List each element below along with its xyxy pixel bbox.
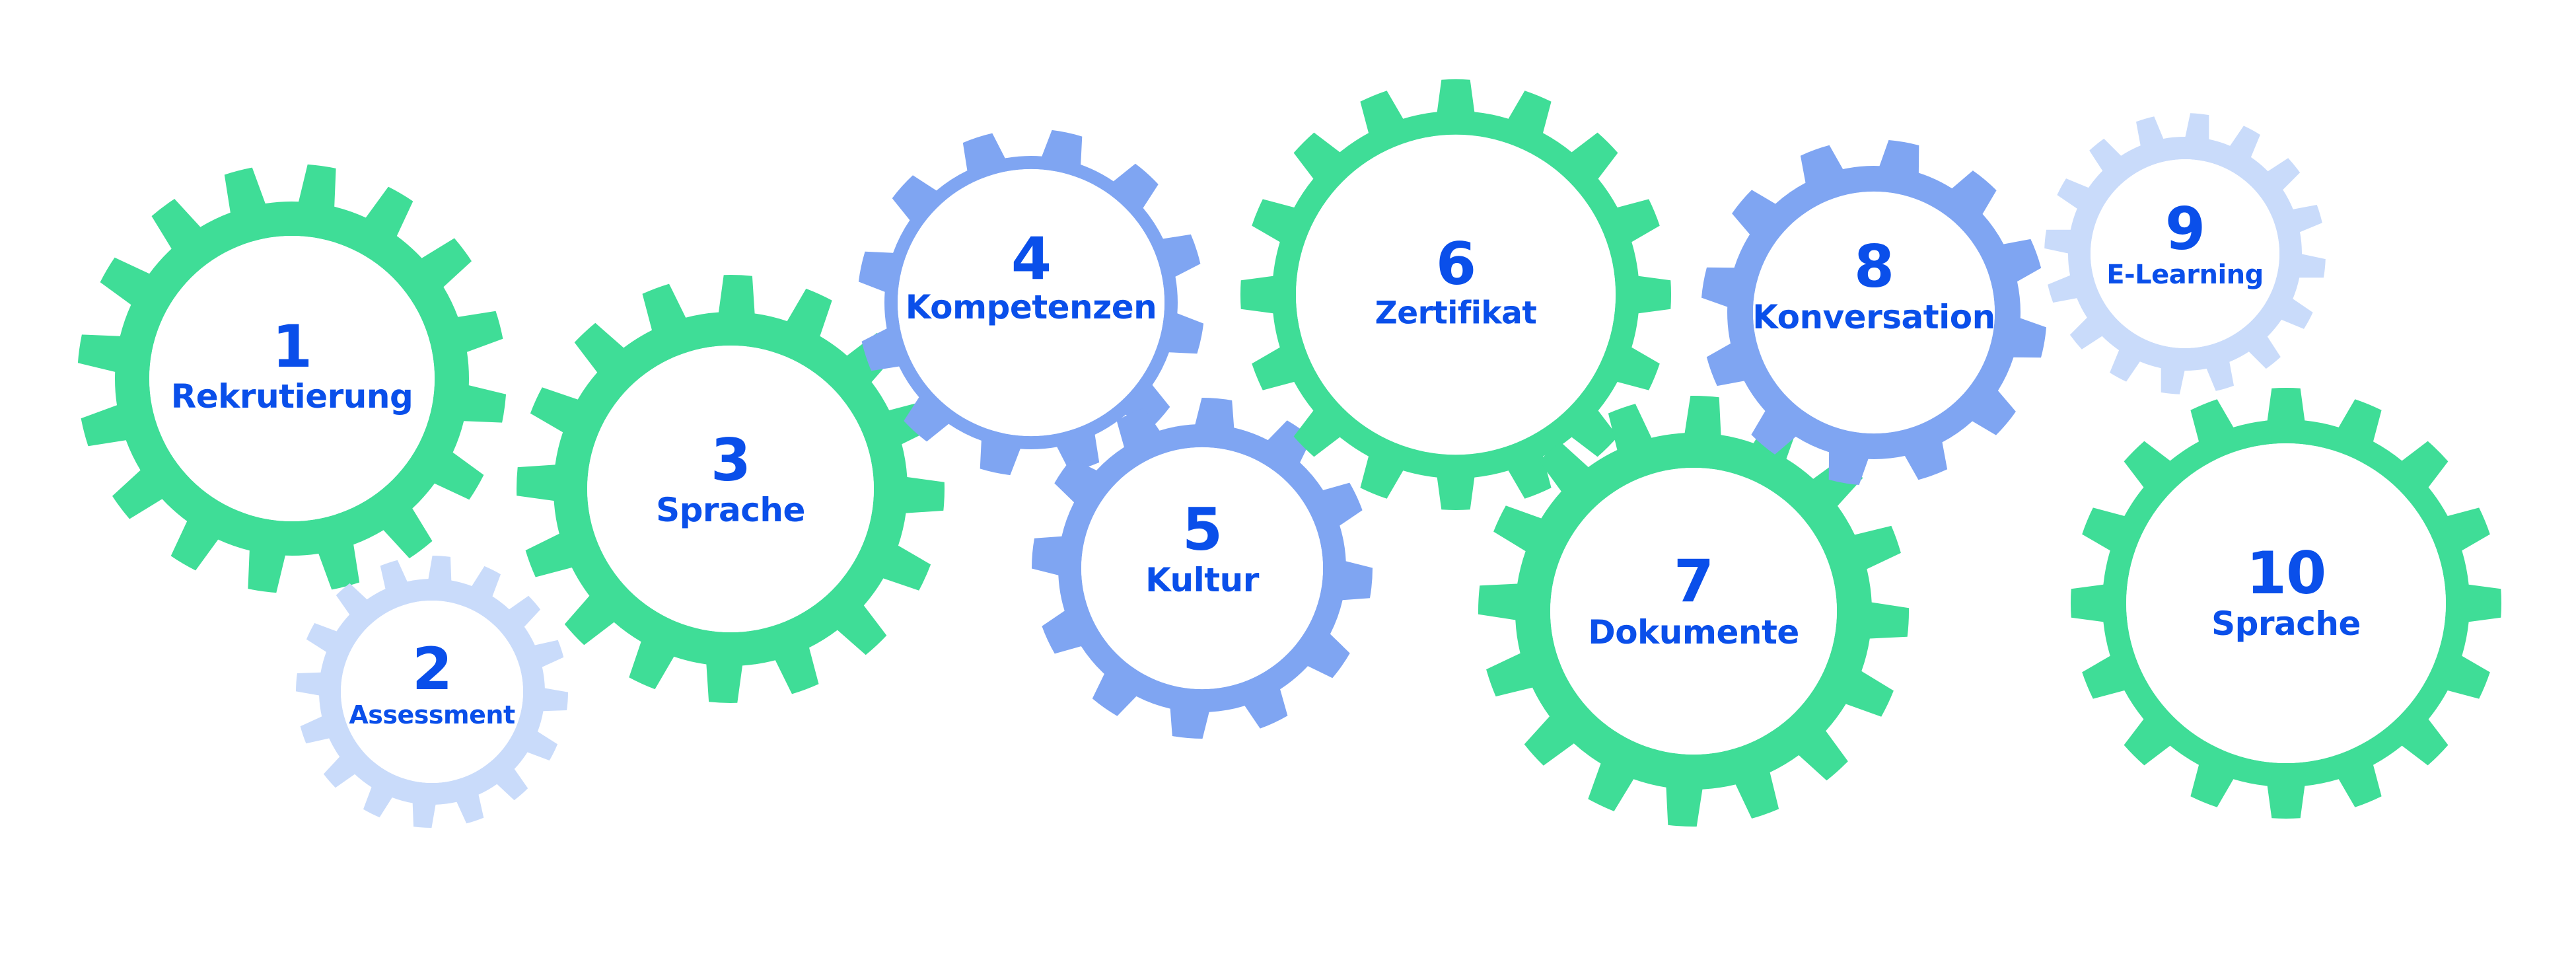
gear-1-icon bbox=[77, 164, 507, 593]
gear-9-icon bbox=[2044, 113, 2326, 394]
gear-5-label: Kultur bbox=[1145, 561, 1259, 599]
gear-3-label: Sprache bbox=[656, 491, 805, 529]
gear-6-icon bbox=[1240, 79, 1672, 511]
gear-2-icon bbox=[296, 556, 568, 828]
gear-7-label: Dokumente bbox=[1588, 613, 1799, 651]
gear-10-label: Sprache bbox=[2211, 605, 2361, 643]
gear-5-icon bbox=[1031, 397, 1373, 739]
gear-10-icon bbox=[2070, 387, 2502, 819]
gear-2-number: 2 bbox=[411, 635, 452, 703]
gear-4-label: Kompetenzen bbox=[905, 288, 1157, 326]
gear-9-label: E-Learning bbox=[2106, 260, 2264, 290]
gear-7-number: 7 bbox=[1673, 547, 1714, 615]
gear-1-number: 1 bbox=[271, 313, 312, 381]
gear-6-label: Zertifikat bbox=[1375, 295, 1537, 332]
gear-10-number: 10 bbox=[2246, 539, 2326, 607]
gear-9-number: 9 bbox=[2165, 195, 2205, 263]
gear-4-number: 4 bbox=[1011, 225, 1052, 293]
gear-4-icon bbox=[858, 130, 1204, 476]
gear-3-icon bbox=[517, 275, 945, 703]
gear-8-number: 8 bbox=[1853, 233, 1894, 301]
gear-5-number: 5 bbox=[1182, 496, 1223, 564]
gear-6-number: 6 bbox=[1435, 230, 1476, 298]
gear-1-label: Rekrutierung bbox=[170, 377, 413, 416]
gear-8-label: Konversation bbox=[1752, 298, 1995, 336]
gear-3-number: 3 bbox=[710, 426, 751, 494]
gear-2-label: Assessment bbox=[349, 700, 515, 729]
gear-7-icon bbox=[1478, 395, 1910, 827]
gear-8-icon bbox=[1701, 140, 2046, 485]
